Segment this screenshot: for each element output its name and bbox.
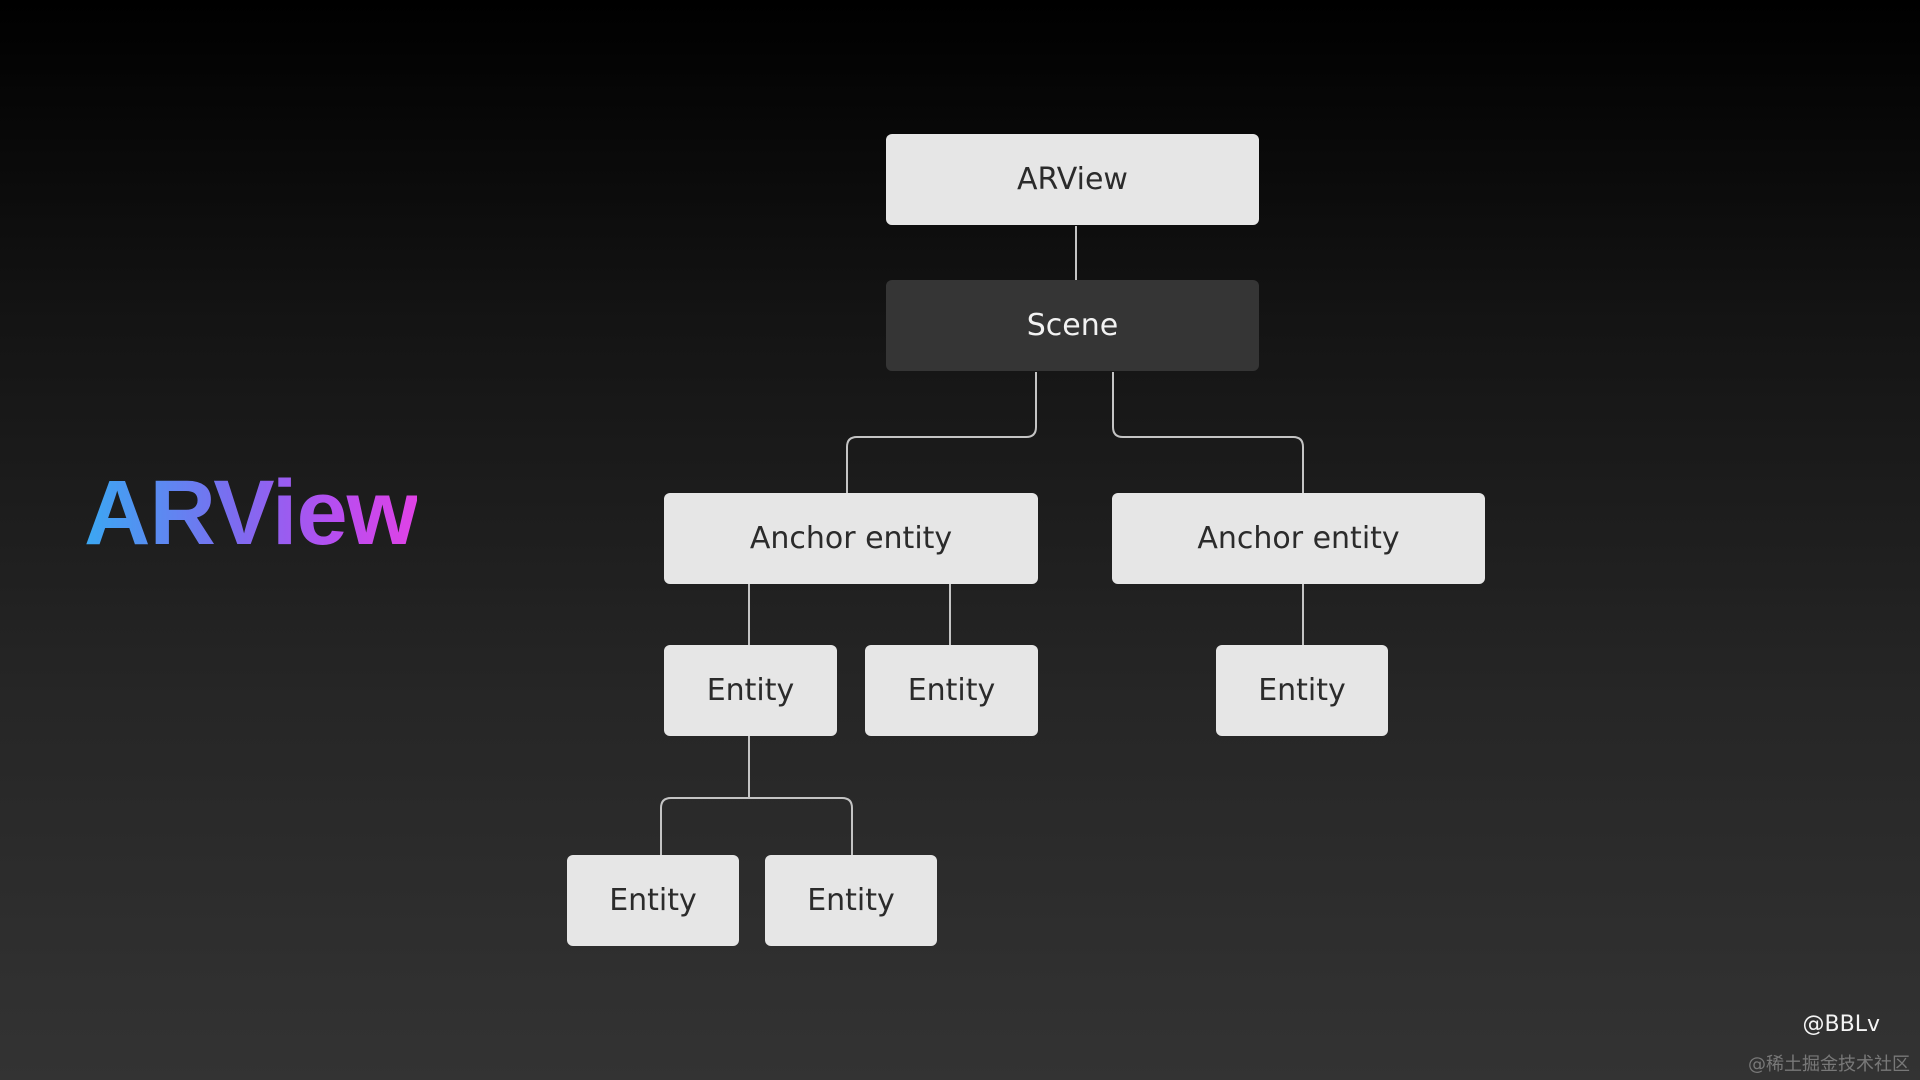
- source-watermark: @稀土掘金技术社区: [1748, 1054, 1910, 1075]
- node-entity-e: Entity: [765, 855, 937, 946]
- node-entity-a-label: Entity: [706, 673, 795, 708]
- connector-scene-anchor-left: [846, 372, 1037, 493]
- node-entity-b-label: Entity: [907, 673, 996, 708]
- connector-scene-anchor-right: [1112, 372, 1304, 493]
- node-entity-d: Entity: [567, 855, 739, 946]
- slide-title: ARView: [84, 458, 418, 568]
- node-anchor-entity-left-label: Anchor entity: [749, 521, 953, 556]
- node-entity-d-label: Entity: [609, 883, 697, 918]
- node-entity-b: Entity: [865, 645, 1038, 736]
- connector-entity-a-children: [660, 736, 853, 855]
- node-entity-c: Entity: [1216, 645, 1388, 736]
- node-entity-e-label: Entity: [807, 883, 895, 918]
- node-anchor-entity-left: Anchor entity: [664, 493, 1038, 584]
- node-arview-label: ARView: [1017, 162, 1128, 197]
- node-entity-c-label: Entity: [1258, 673, 1346, 708]
- node-arview: ARView: [886, 134, 1259, 225]
- node-scene-label: Scene: [1026, 308, 1119, 343]
- node-anchor-entity-right-label: Anchor entity: [1197, 521, 1400, 556]
- node-scene: Scene: [886, 280, 1259, 371]
- author-credit: @BBLv: [1802, 1012, 1880, 1037]
- node-anchor-entity-right: Anchor entity: [1112, 493, 1485, 584]
- node-entity-a: Entity: [664, 645, 837, 736]
